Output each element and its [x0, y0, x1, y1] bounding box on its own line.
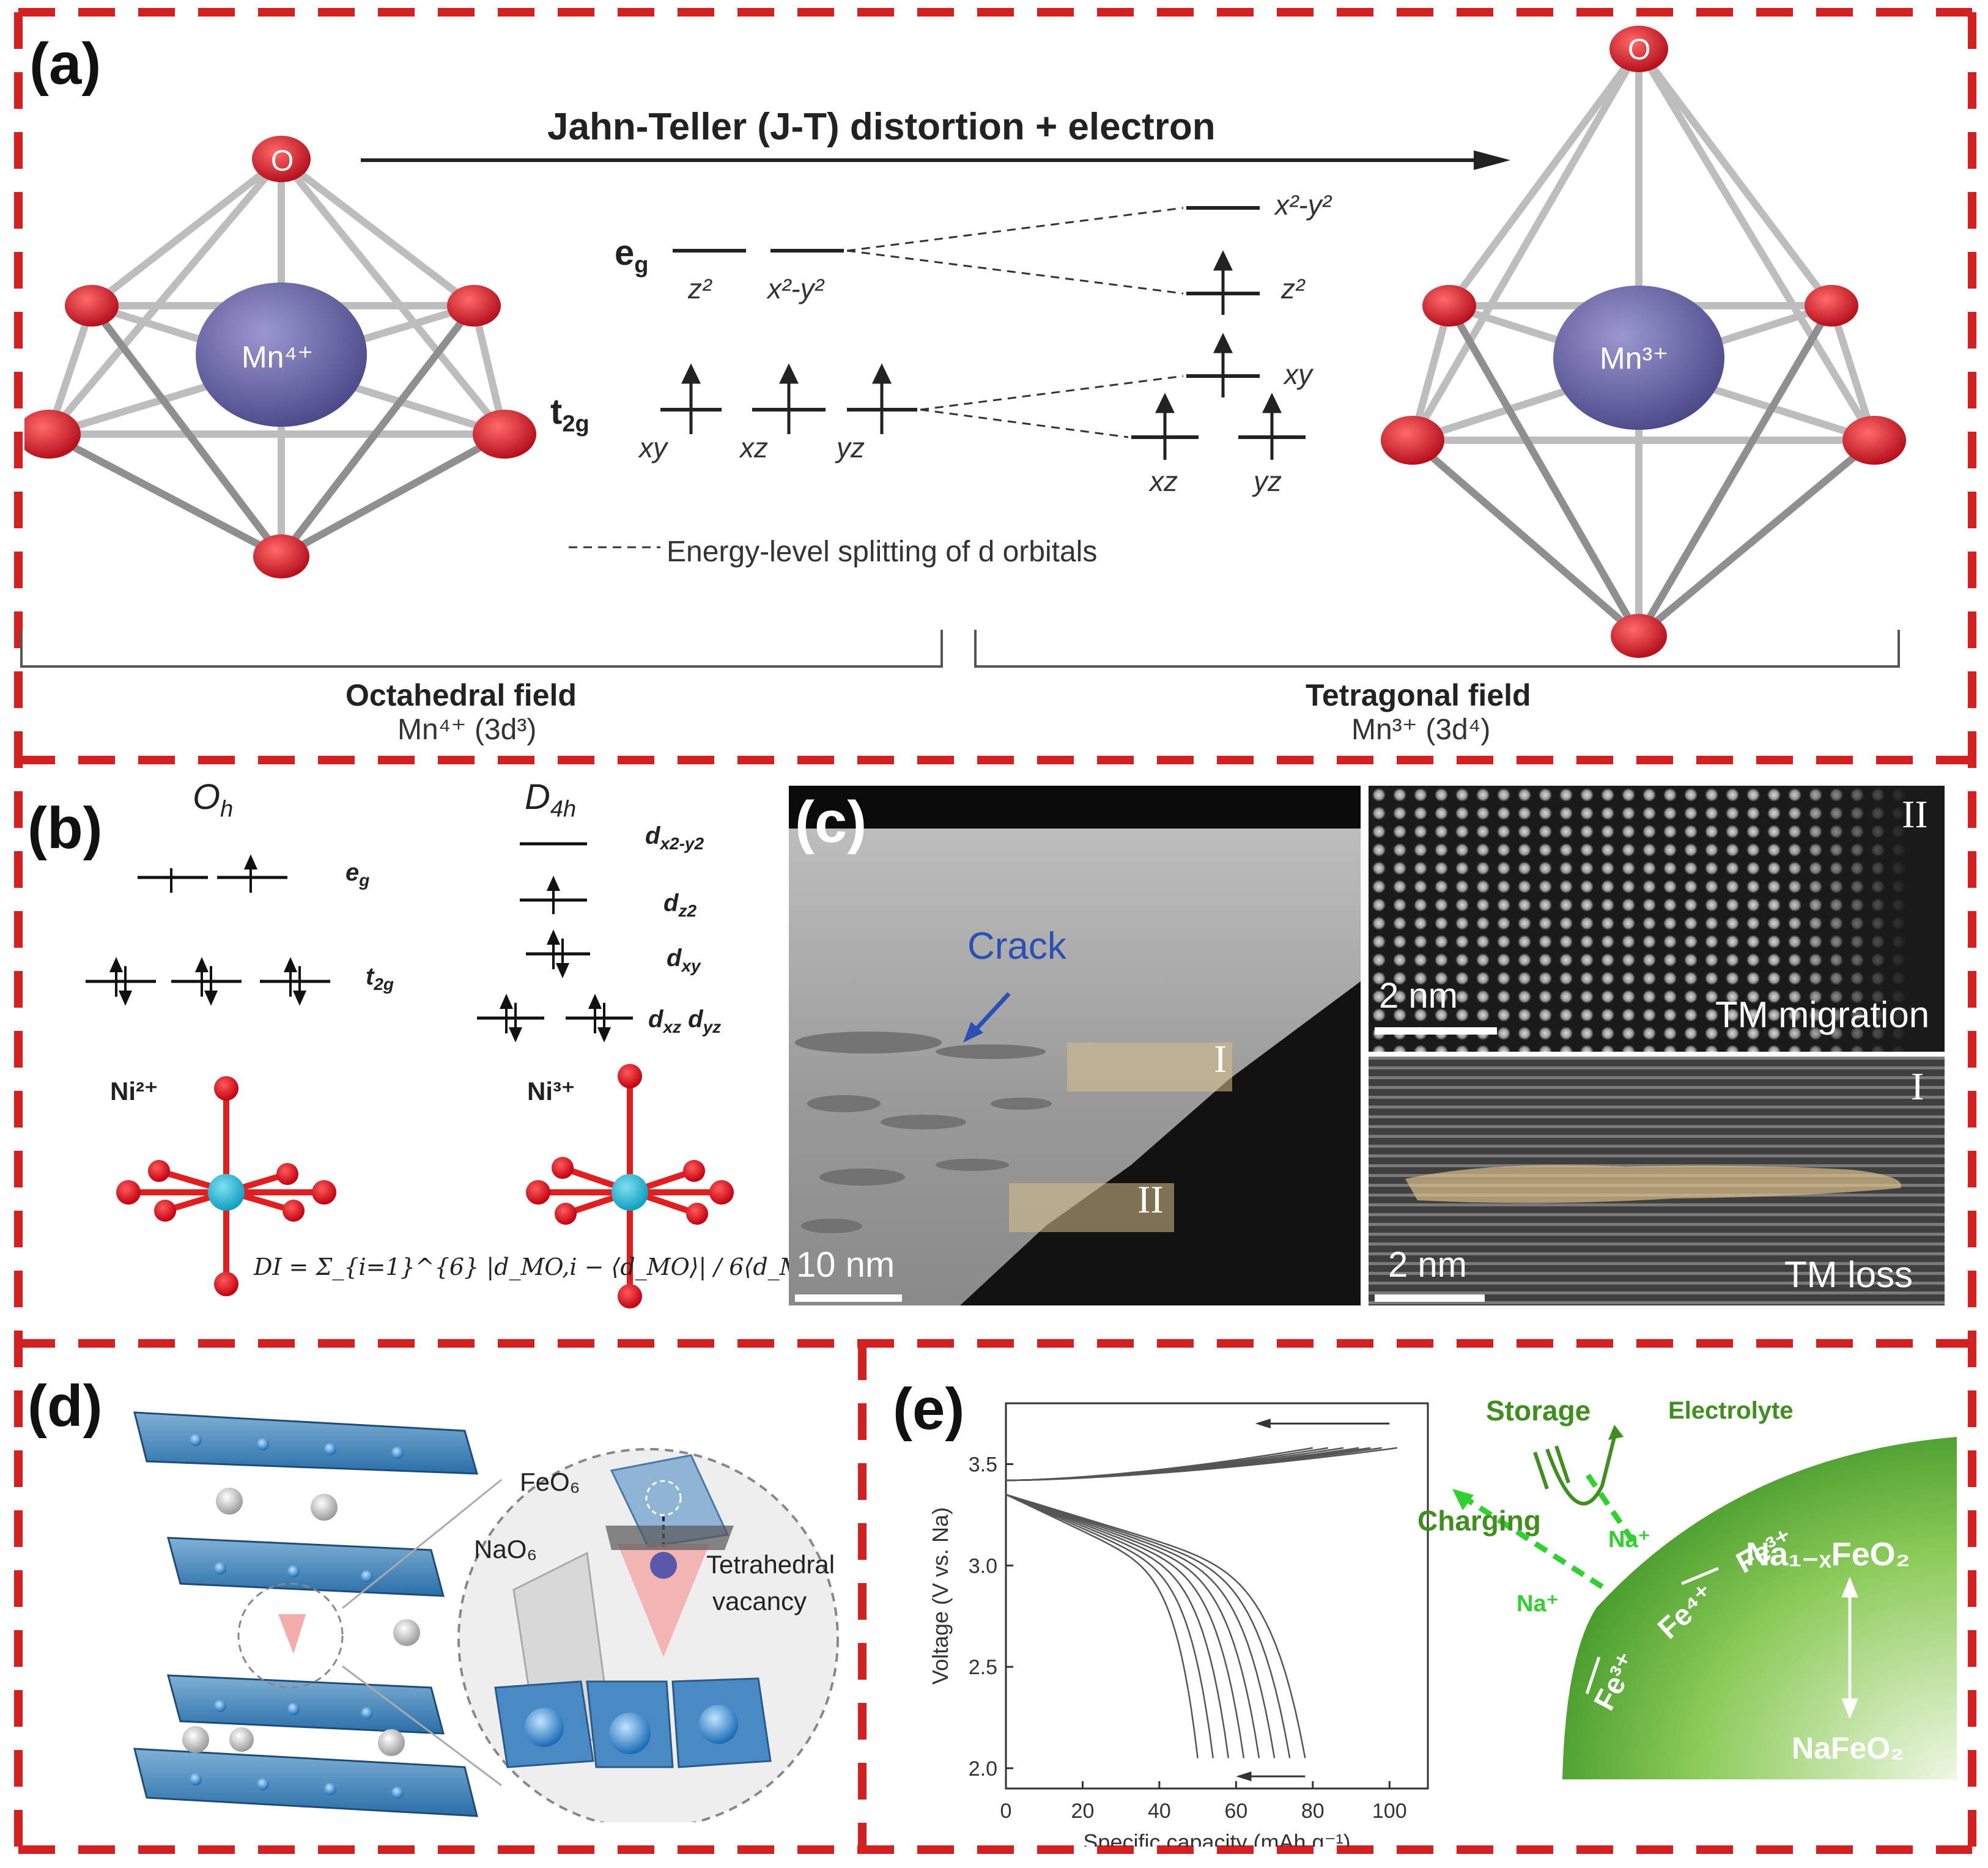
y-tick-label: 2.5 — [969, 1656, 997, 1679]
discharge-arrowhead — [1236, 1771, 1252, 1782]
discharge-curve — [1005, 1494, 1214, 1759]
crack-label: Crack — [967, 925, 1066, 967]
tem-lattice-loss — [1369, 1057, 1945, 1305]
orb-xz-right: xz — [1150, 465, 1178, 497]
tetrahedral-label: Tetrahedral — [706, 1550, 835, 1579]
charge-arrowhead — [1255, 1419, 1271, 1429]
distortion-index-formula: DI = Σ_{i=1}^{6} |d_MO,i − ⟨d_MO⟩| / 6⟨d… — [254, 1253, 832, 1280]
jt-arrow-title: Jahn-Teller (J-T) distortion + electron — [547, 106, 1216, 148]
b-t2g-label: t2g — [366, 963, 394, 994]
tem-lattice-migration — [1369, 786, 1945, 1052]
field-brackets — [20, 630, 1900, 668]
discharge-curve — [1005, 1494, 1245, 1759]
tm-loss-label: TM loss — [1784, 1254, 1913, 1295]
orb-x2y2-right: x²-y² — [1275, 189, 1331, 221]
orb-xz-left: xz — [740, 432, 768, 463]
feo6-label: FeO₆ — [520, 1467, 580, 1496]
discharge-curve — [1005, 1494, 1306, 1759]
t2g-label: t2g — [550, 392, 589, 437]
x-tick-label: 80 — [1301, 1800, 1325, 1823]
na1x-label: Na₁₋ₓFeO₂ — [1746, 1536, 1910, 1573]
region-2-label: II — [1137, 1178, 1164, 1221]
vacancy-label: vacancy — [712, 1587, 807, 1615]
storage-label: Storage — [1486, 1395, 1591, 1427]
mn3-octahedron — [1381, 26, 1906, 658]
dxy-label: dxy — [667, 945, 701, 975]
ni2-label: Ni²⁺ — [110, 1077, 158, 1106]
oh-label: Oh — [193, 777, 234, 822]
ni-energy-levels — [86, 842, 633, 1043]
discharge-curve — [1005, 1494, 1260, 1759]
tm-migration-label: TM migration — [1715, 994, 1930, 1035]
panel-d-letter: (d) — [28, 1373, 103, 1439]
na-plus-lower: Na⁺ — [1517, 1591, 1559, 1617]
nafeo2-particle-diagram — [1452, 1425, 1957, 1779]
octahedral-field-sub: Mn⁴⁺ (3d³) — [397, 714, 537, 746]
nio6-structures — [116, 1064, 734, 1309]
tr-roman: II — [1902, 792, 1928, 836]
x-axis-label: Specific capacity (mAh g⁻¹) — [1083, 1829, 1350, 1847]
orb-xy-left: xy — [639, 432, 667, 463]
scale-tr: 2 nm — [1379, 976, 1458, 1016]
y-axis-label: Voltage (V vs. Na) — [928, 1507, 953, 1685]
y-tick-label: 2.0 — [969, 1757, 997, 1781]
octahedral-field-title: Octahedral field — [345, 678, 577, 712]
dx2y2-label: dx2-y2 — [645, 822, 704, 853]
panel-c-letter: (c) — [795, 789, 867, 855]
na-plus-upper: Na⁺ — [1608, 1527, 1650, 1552]
y-tick-label: 3.0 — [969, 1554, 997, 1578]
charging-label: Charging — [1417, 1505, 1541, 1537]
electrolyte-label: Electrolyte — [1668, 1397, 1794, 1424]
ni3-label: Ni³⁺ — [527, 1077, 575, 1106]
layered-structure — [133, 1411, 839, 1822]
dxz-dyz-label: dxz dyz — [648, 1006, 722, 1036]
oxygen-label-right: O — [1628, 34, 1651, 66]
nao6-label: NaO₆ — [474, 1535, 538, 1563]
tetragonal-field-title: Tetragonal field — [1306, 678, 1531, 712]
orb-yz-right: yz — [1254, 465, 1282, 497]
plot-frame — [1005, 1402, 1429, 1790]
panel-e-letter: (e) — [893, 1376, 965, 1442]
tetragonal-field-sub: Mn³⁺ (3d⁴) — [1351, 714, 1491, 746]
mn3-label: Mn³⁺ — [1600, 341, 1669, 375]
mn4-octahedron — [24, 136, 536, 578]
orb-x2y2-left: x²-y² — [767, 273, 824, 305]
orb-z2-left: z² — [688, 273, 712, 305]
jt-arrow — [361, 150, 1510, 170]
discharge-curve — [1005, 1494, 1199, 1759]
panel-b-letter: (b) — [28, 796, 103, 861]
charge-curve — [1005, 1447, 1397, 1482]
tem-overview-image — [789, 786, 1361, 1305]
orb-yz-left: yz — [837, 432, 865, 463]
x-tick-label: 20 — [1071, 1800, 1095, 1823]
x-tick-label: 100 — [1372, 1800, 1407, 1823]
legend-dash — [569, 546, 660, 548]
x-tick-label: 40 — [1148, 1800, 1171, 1823]
nafeo2-label: NaFeO₂ — [1792, 1731, 1904, 1765]
oxygen-label-left: O — [271, 145, 294, 177]
discharge-curve — [1005, 1494, 1276, 1759]
scale-left: 10 nm — [796, 1245, 895, 1285]
orb-xy-right: xy — [1284, 358, 1312, 390]
eg-label: eg — [615, 233, 649, 278]
y-tick-label: 3.5 — [969, 1453, 997, 1476]
energy-level-diagram — [660, 206, 1306, 460]
b-eg-label: eg — [345, 859, 370, 890]
br-roman: I — [1911, 1065, 1924, 1108]
panel-a-letter: (a) — [29, 31, 102, 97]
scale-br: 2 nm — [1388, 1245, 1467, 1285]
mn4-label: Mn⁴⁺ — [242, 340, 314, 374]
region-1-label: I — [1214, 1037, 1227, 1080]
x-tick-label: 0 — [1000, 1800, 1012, 1823]
d4h-label: D4h — [525, 777, 577, 822]
discharge-curve — [1005, 1494, 1291, 1759]
dz2-label: dz2 — [663, 890, 697, 920]
splitting-legend: Energy-level splitting of d orbitals — [667, 536, 1098, 568]
orb-z2-right: z² — [1281, 273, 1305, 305]
x-tick-label: 60 — [1224, 1800, 1247, 1823]
discharge-curve — [1005, 1494, 1230, 1759]
